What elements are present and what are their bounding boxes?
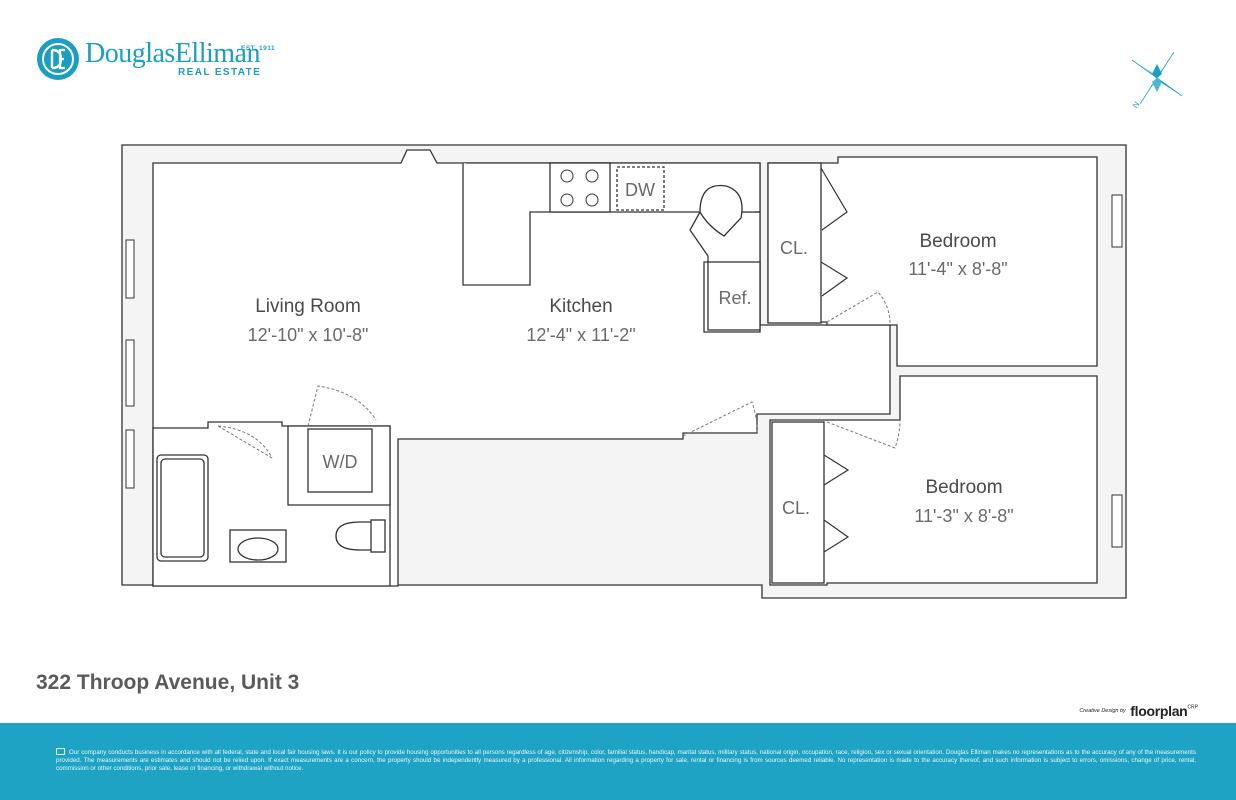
washer-dryer-box <box>307 428 373 493</box>
door-swing <box>217 425 273 459</box>
washer-dryer-label: W/D <box>323 452 358 472</box>
credit-brand: floorplan <box>1130 702 1188 719</box>
bifold-door <box>820 261 849 297</box>
disclaimer-text: Our company conducts business in accorda… <box>56 749 1196 772</box>
property-address: 322 Throop Avenue, Unit 3 <box>36 671 300 694</box>
door-swing <box>826 291 891 325</box>
bedroom-2-label: Bedroom <box>925 477 1002 498</box>
living-room-dims: 12'-10" x 10'-8" <box>248 325 369 345</box>
footer-banner: Our company conducts business in accorda… <box>0 723 1236 800</box>
door-swing <box>307 385 377 427</box>
compass-rose-icon: N <box>1131 51 1183 110</box>
kitchen-label: Kitchen <box>549 296 612 317</box>
floor-plan: Living Room 12'-10" x 10'-8" Kitchen 12'… <box>121 144 1127 599</box>
door-swing <box>826 419 901 449</box>
refrigerator-box <box>707 261 761 331</box>
kitchen-sink-icon <box>699 184 743 237</box>
dishwasher-label: DW <box>625 180 655 200</box>
design-credit: Creative Design by floorplanCRP <box>1079 702 1198 720</box>
kitchen-dims: 12'-4" x 11'-2" <box>526 325 635 345</box>
bedroom-1-label: Bedroom <box>919 231 996 252</box>
burner-icon <box>560 169 574 183</box>
closet-1-outline <box>767 162 822 324</box>
closet-2-label: CL. <box>782 498 810 518</box>
window <box>125 239 135 299</box>
logo-emblem-icon <box>37 38 79 80</box>
window <box>1111 194 1123 248</box>
refrigerator-label: Ref. <box>718 288 751 308</box>
brand-subtitle: REAL ESTATE <box>178 67 262 78</box>
bedroom-2-dims: 11'-3" x 8'-8" <box>914 506 1013 526</box>
credit-suffix: CRP <box>1187 704 1198 711</box>
bifold-door <box>820 167 848 231</box>
burner-icon <box>585 169 599 183</box>
closet-1-label: CL. <box>780 238 808 258</box>
bifold-door <box>823 519 850 553</box>
stove-box <box>549 162 611 213</box>
burner-icon <box>560 193 574 207</box>
brand-established: EST. 1911 <box>241 45 276 52</box>
window <box>125 429 135 489</box>
window <box>1111 494 1123 548</box>
footer-disclaimer: Our company conducts business in accorda… <box>56 748 1196 773</box>
brand-name: DouglasElliman <box>85 38 260 69</box>
window <box>125 339 135 407</box>
bifold-door <box>823 454 850 486</box>
compass-north-label: N <box>1131 100 1142 110</box>
door-swing <box>682 401 758 437</box>
bedroom-2-area <box>769 375 1098 586</box>
bedroom-1-dims: 11'-4" x 8'-8" <box>908 259 1007 279</box>
equal-housing-icon <box>56 748 65 755</box>
closet-2-outline <box>771 421 825 584</box>
burner-icon <box>585 193 599 207</box>
dishwasher-box <box>616 166 665 211</box>
living-room-label: Living Room <box>255 296 361 317</box>
credit-prefix: Creative Design by <box>1079 707 1126 714</box>
douglas-elliman-logo: DouglasElliman EST. 1911 REAL ESTATE <box>36 37 276 82</box>
